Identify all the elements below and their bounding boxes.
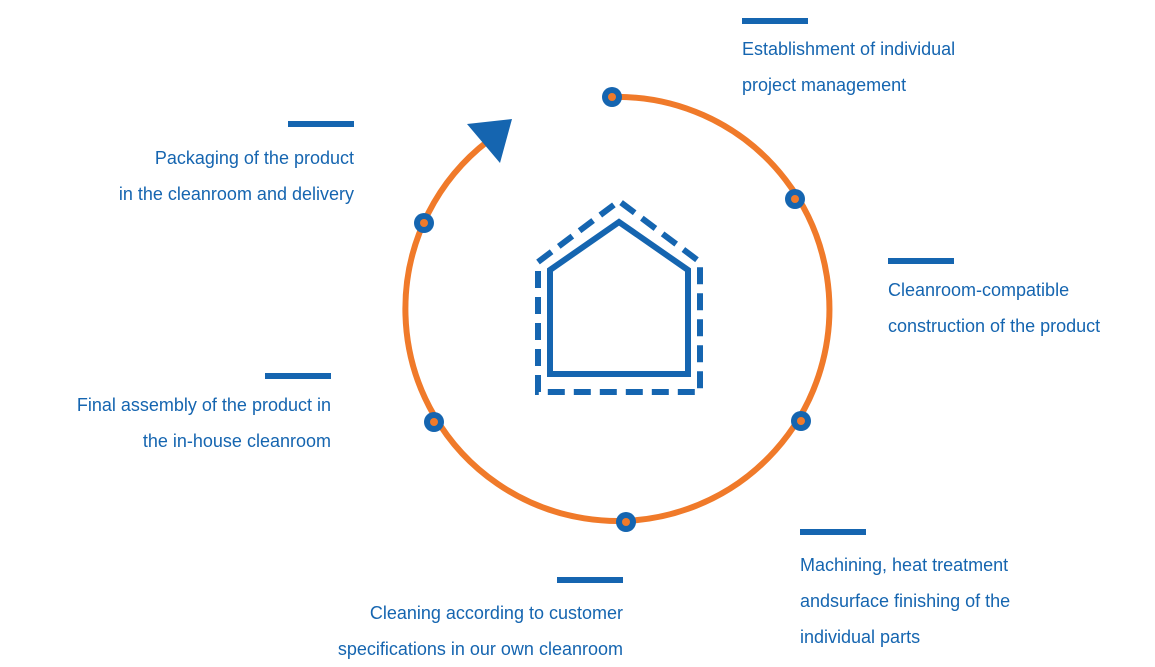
node-step-2 [785,189,805,209]
accent-bar-step-2 [888,258,954,264]
step-label-project-management: Establishment of individual project mana… [742,31,955,103]
step-6-line-2: in the cleanroom and delivery [118,184,354,204]
step-4-line-2: specifications in our own cleanroom [337,639,623,659]
node-step-6 [414,213,434,233]
node-step-3 [791,411,811,431]
step-label-final-assembly: Final assembly of the product in the in-… [77,387,331,459]
arrowhead-icon [467,119,512,163]
accent-bar-step-4 [557,577,623,583]
step-2-line-1: Cleanroom-compatible [888,280,1070,300]
node-step-4 [616,512,636,532]
cycle-arc [402,93,833,524]
house-dashed-outline [535,197,703,395]
accent-bar-step-3 [800,529,866,535]
step-1-line-2: project management [742,75,907,95]
step-label-packaging: Packaging of the product in the cleanroo… [119,140,354,212]
step-3-line-1: Machining, heat treatment [800,555,1009,575]
step-5-line-1: Final assembly of the product in [76,395,331,415]
cleanroom-house-icon [535,197,703,395]
step-label-cleaning: Cleaning according to customer specifica… [338,595,623,667]
house-solid-outline [547,218,691,377]
accent-bar-step-5 [265,373,331,379]
step-1-line-1: Establishment of individual [742,39,956,59]
step-4-line-1: Cleaning according to customer [369,603,623,623]
accent-bar-step-6 [288,121,354,127]
step-5-line-2: the in-house cleanroom [142,431,331,451]
node-step-5 [424,412,444,432]
step-3-line-3: individual parts [800,627,921,647]
accent-bar-step-1 [742,18,808,24]
step-2-line-2: construction of the product [888,316,1101,336]
step-label-machining: Machining, heat treatment andsurface fin… [800,547,1010,655]
node-step-1 [602,87,622,107]
step-label-construction: Cleanroom-compatible construction of the… [888,272,1100,344]
step-3-line-2: andsurface finishing of the [800,591,1011,611]
step-6-line-1: Packaging of the product [154,148,354,168]
